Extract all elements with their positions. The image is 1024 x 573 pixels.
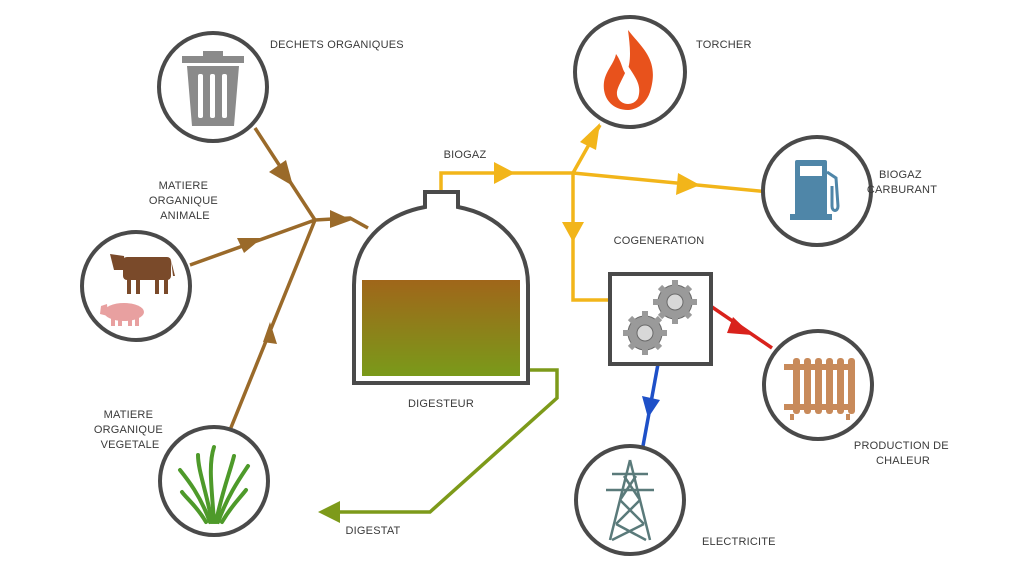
- pig-icon: [100, 303, 144, 326]
- label-biogaz: BIOGAZ: [444, 149, 487, 161]
- label-digesteur: DIGESTEUR: [408, 398, 474, 410]
- arrow-digestat: [318, 501, 340, 523]
- gears-icon: [623, 280, 697, 355]
- node-torcher: [573, 15, 687, 129]
- arrow-vegetale: [263, 322, 277, 344]
- node-electricite: [574, 444, 686, 556]
- arrow-chaleur: [727, 317, 752, 335]
- arrow-biogaz: [494, 162, 515, 184]
- flow-vegetale: [228, 219, 317, 431]
- radiator-icon: [784, 358, 855, 420]
- label-carburant: BIOGAZ CARBURANT: [867, 169, 937, 196]
- biogas-arrows: [494, 123, 700, 242]
- arrow-electricite: [642, 396, 660, 418]
- flame-icon: [603, 30, 653, 110]
- label-animale: MATIERE ORGANIQUE ANIMALE: [149, 180, 221, 222]
- node-dechets: [157, 31, 269, 143]
- organic-arrows: [237, 160, 352, 344]
- trash-bin-icon: [182, 51, 244, 126]
- pylon-icon: [606, 459, 654, 542]
- arrow-cogeneration: [562, 222, 584, 242]
- node-animale: [80, 230, 192, 342]
- flow-carburant: [572, 171, 771, 194]
- digesteur-tank: [352, 190, 530, 385]
- label-dechets: DECHETS ORGANIQUES: [270, 39, 404, 51]
- arrow-to-digesteur: [330, 210, 352, 228]
- label-torcher: TORCHER: [696, 39, 752, 51]
- node-chaleur: [762, 329, 874, 441]
- label-vegetale: MATIERE ORGANIQUE VEGETALE: [94, 409, 166, 451]
- arrow-dechets: [269, 160, 293, 186]
- flow-to-digesteur: [314, 216, 369, 230]
- flow-digestat: [330, 368, 559, 514]
- cogeneration-unit: [608, 272, 713, 366]
- node-vegetale: [158, 425, 270, 537]
- arrow-torcher: [580, 123, 600, 150]
- flow-biogaz: [439, 171, 573, 190]
- label-cogeneration: COGENERATION: [614, 235, 705, 247]
- label-digestat: DIGESTAT: [346, 525, 401, 537]
- fuel-pump-icon: [790, 160, 840, 220]
- sludge-fill: [362, 280, 520, 376]
- flow-cogeneration: [571, 173, 610, 302]
- arrow-animale: [237, 238, 262, 253]
- labels: DECHETS ORGANIQUES MATIERE ORGANIQUE ANI…: [94, 39, 952, 548]
- arrow-carburant: [676, 173, 700, 195]
- cow-icon: [110, 254, 175, 294]
- label-chaleur: PRODUCTION DE CHALEUR: [854, 440, 952, 467]
- label-electricite: ELECTRICITE: [702, 536, 776, 548]
- node-carburant: [761, 135, 873, 247]
- grass-icon: [178, 445, 250, 524]
